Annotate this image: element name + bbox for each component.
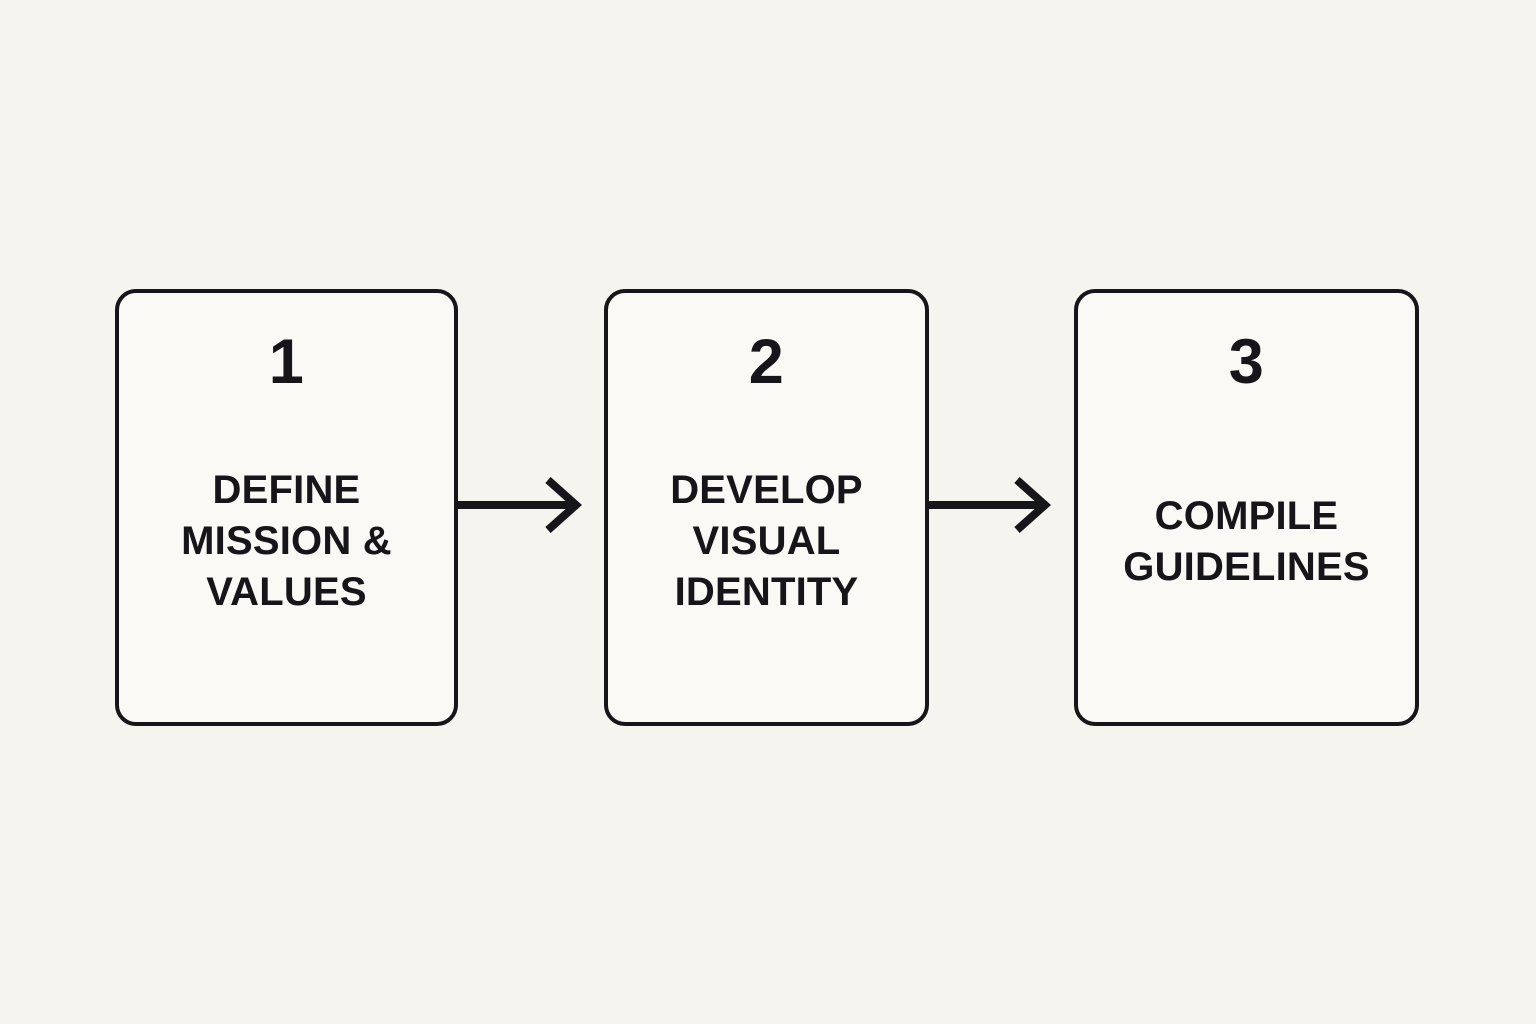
step-box-1[interactable]: 1 DEFINE MISSION & VALUES <box>115 289 458 726</box>
step-box-3[interactable]: 3 COMPILE GUIDELINES <box>1074 289 1419 726</box>
arrow-right-icon <box>456 477 583 533</box>
step-number-3: 3 <box>1228 327 1265 397</box>
step-label-1: DEFINE MISSION & VALUES <box>181 468 392 615</box>
step-label-3: COMPILE GUIDELINES <box>1123 494 1370 590</box>
step-number-2: 2 <box>748 327 785 397</box>
connector-arrow-2 <box>927 472 1077 538</box>
step-number-1: 1 <box>268 327 305 397</box>
connector-arrow-1 <box>456 472 608 538</box>
step-box-2[interactable]: 2 DEVELOP VISUAL IDENTITY <box>604 289 929 726</box>
arrow-right-icon <box>927 477 1052 533</box>
step-label-2: DEVELOP VISUAL IDENTITY <box>670 468 863 615</box>
